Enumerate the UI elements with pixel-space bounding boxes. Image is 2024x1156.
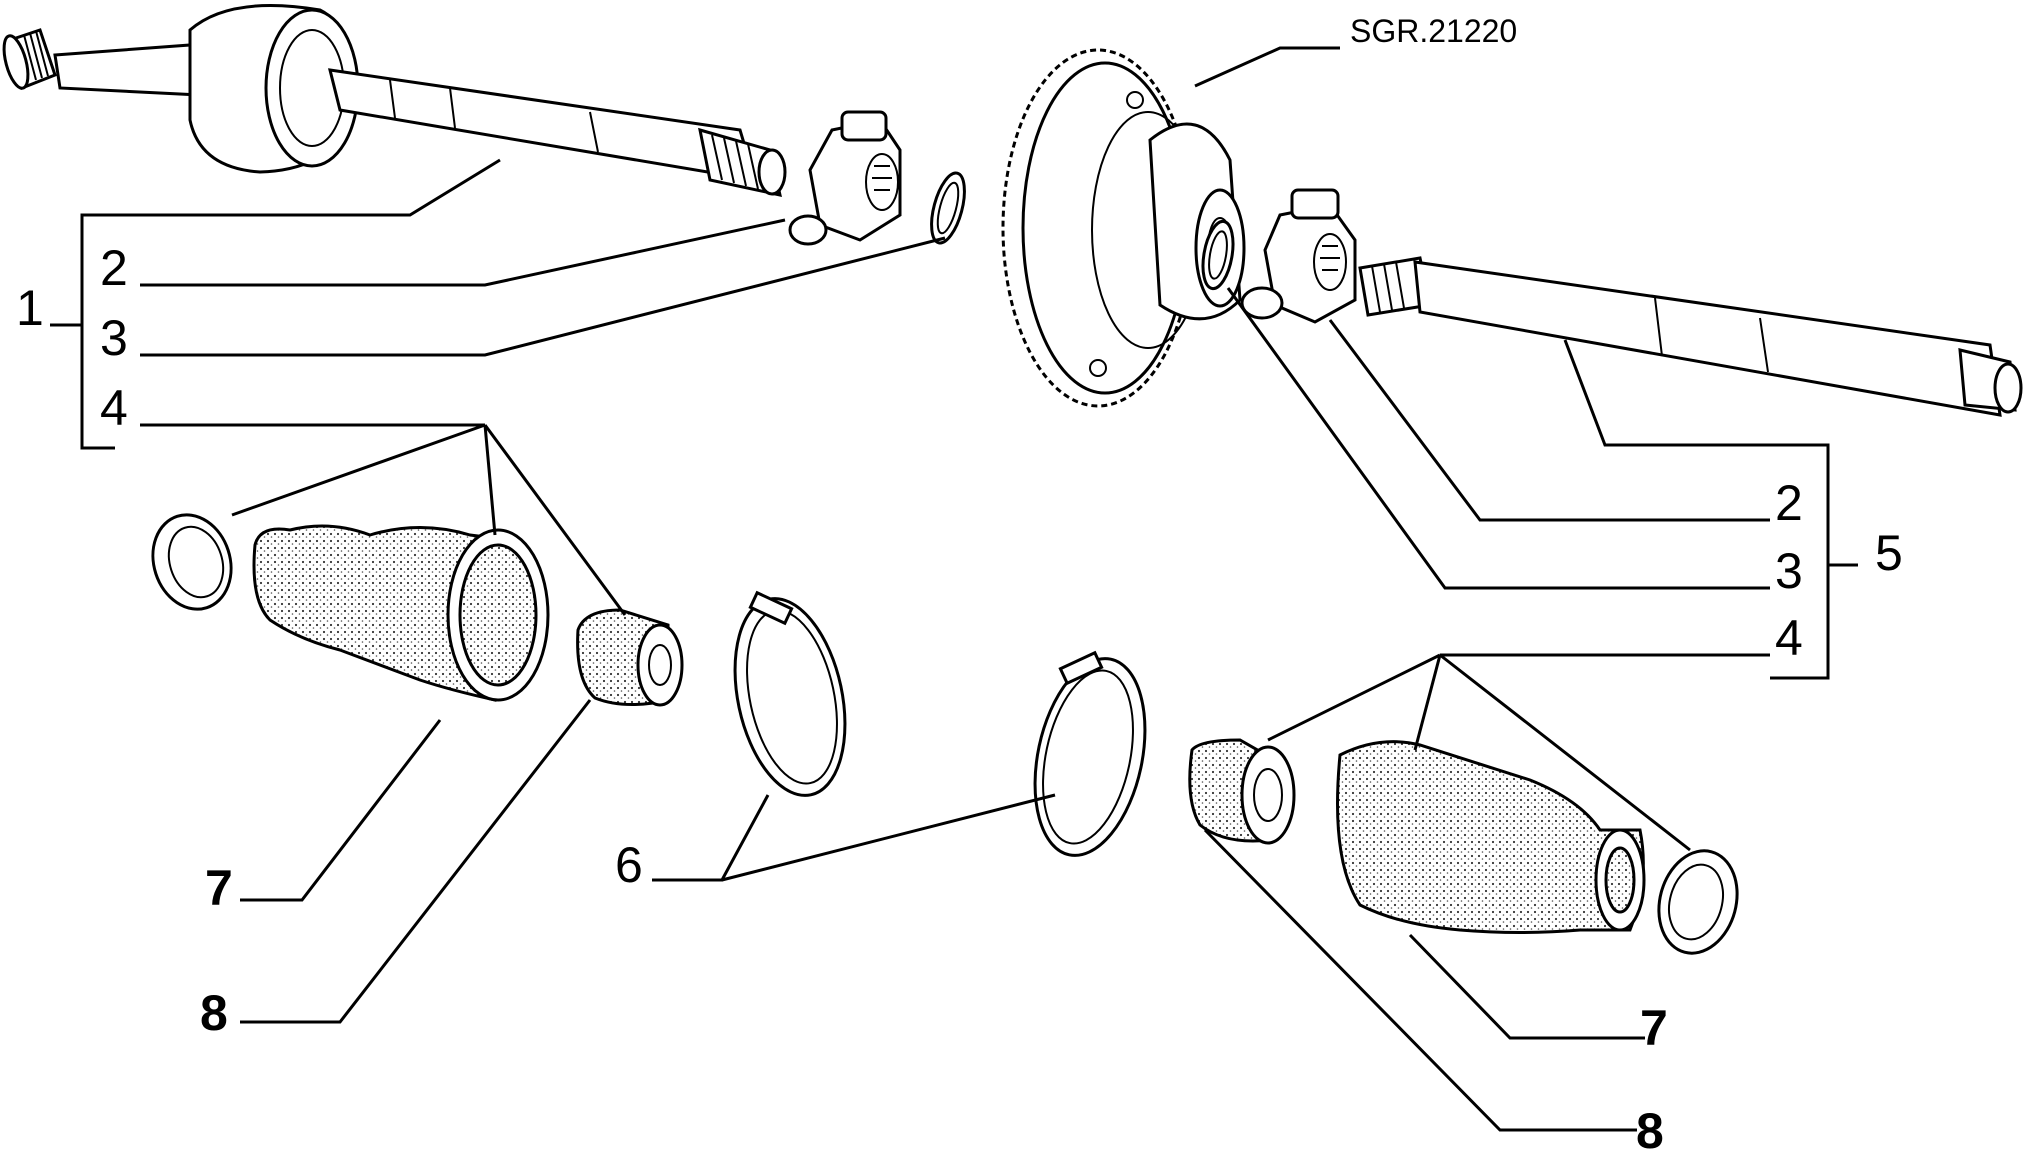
right-boot: [1336, 740, 1646, 934]
left-tripod-spider: [788, 110, 902, 246]
left-band-clamp: [733, 590, 847, 797]
label-right-item-7: 7: [1640, 1000, 1668, 1056]
callout-labels: SGR.21220 1 2 3 4 5 2 3 4 6 7 8 7 8: [16, 13, 1903, 1156]
left-circlip: [930, 171, 966, 245]
label-right-item-4: 4: [1775, 610, 1803, 666]
differential-ring-gear: [1001, 48, 1246, 408]
label-item-6: 6: [615, 837, 643, 893]
right-band-clamp: [1033, 650, 1147, 857]
right-tripod-spider: [1240, 188, 1357, 324]
left-small-boot: [576, 608, 684, 707]
left-small-clamp: [151, 513, 233, 611]
label-right-item-3: 3: [1775, 543, 1803, 599]
label-left-item-7: 7: [205, 860, 233, 916]
right-driveshaft: [1358, 256, 2023, 417]
label-right-item-2: 2: [1775, 475, 1803, 531]
label-assembly-1: 1: [16, 280, 44, 336]
reference-code: SGR.21220: [1350, 13, 1517, 49]
label-left-item-2: 2: [100, 240, 128, 296]
left-driveshaft: [2, 4, 787, 197]
right-small-clamp: [1657, 849, 1739, 955]
right-circlip: [1201, 219, 1235, 291]
label-left-item-4: 4: [100, 380, 128, 436]
left-boot: [252, 524, 550, 702]
right-small-boot: [1188, 738, 1296, 845]
label-left-item-3: 3: [100, 310, 128, 366]
label-right-item-8: 8: [1636, 1103, 1664, 1151]
label-assembly-5: 5: [1875, 525, 1903, 581]
leader-lines: [50, 46, 1858, 1132]
label-left-item-8: 8: [200, 985, 228, 1041]
